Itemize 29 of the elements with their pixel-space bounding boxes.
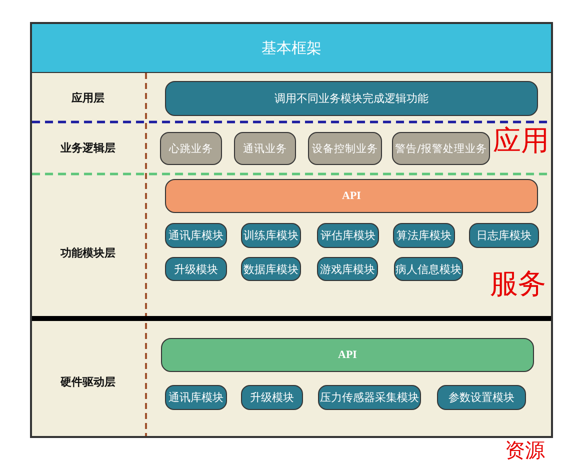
framework-panel	[30, 22, 553, 438]
module-box: 参数设置模块	[437, 385, 526, 410]
module-box: 训练库模块	[241, 223, 301, 248]
layer-label: 应用层	[72, 90, 104, 106]
business-box: 通讯业务	[234, 132, 296, 165]
annotation-text: 服务	[490, 268, 546, 300]
title-band: 基本框架	[32, 24, 551, 73]
module-box: 通讯库模块	[165, 223, 227, 248]
module-box: 评估库模块	[317, 223, 379, 248]
module-box: 游戏库模块	[317, 257, 378, 281]
module-box: 病人信息模块	[394, 257, 463, 281]
business-box: 设备控制业务	[308, 132, 382, 165]
module-box: 升级模块	[165, 257, 227, 281]
api-bar: API	[161, 338, 534, 372]
module-box: 算法库模块	[393, 223, 455, 248]
layer-label: 业务逻辑层	[60, 140, 116, 156]
module-box: 压力传感器采集模块	[318, 385, 421, 410]
module-box: 数据库模块	[241, 257, 301, 281]
function-bar: 调用不同业务模块完成逻辑功能	[165, 81, 538, 116]
business-box: 心跳业务	[160, 132, 222, 165]
annotation-text: 应用	[493, 125, 549, 157]
module-box: 通讯库模块	[165, 385, 227, 410]
annotation-text: 资源	[505, 440, 545, 460]
business-box: 警告/报警处理业务	[392, 132, 490, 165]
module-box: 日志库模块	[469, 223, 539, 248]
layer-label: 硬件驱动层	[60, 374, 116, 390]
module-box: 升级模块	[241, 385, 303, 410]
layer-label: 功能模块层	[60, 246, 116, 260]
api-bar: API	[165, 179, 538, 213]
